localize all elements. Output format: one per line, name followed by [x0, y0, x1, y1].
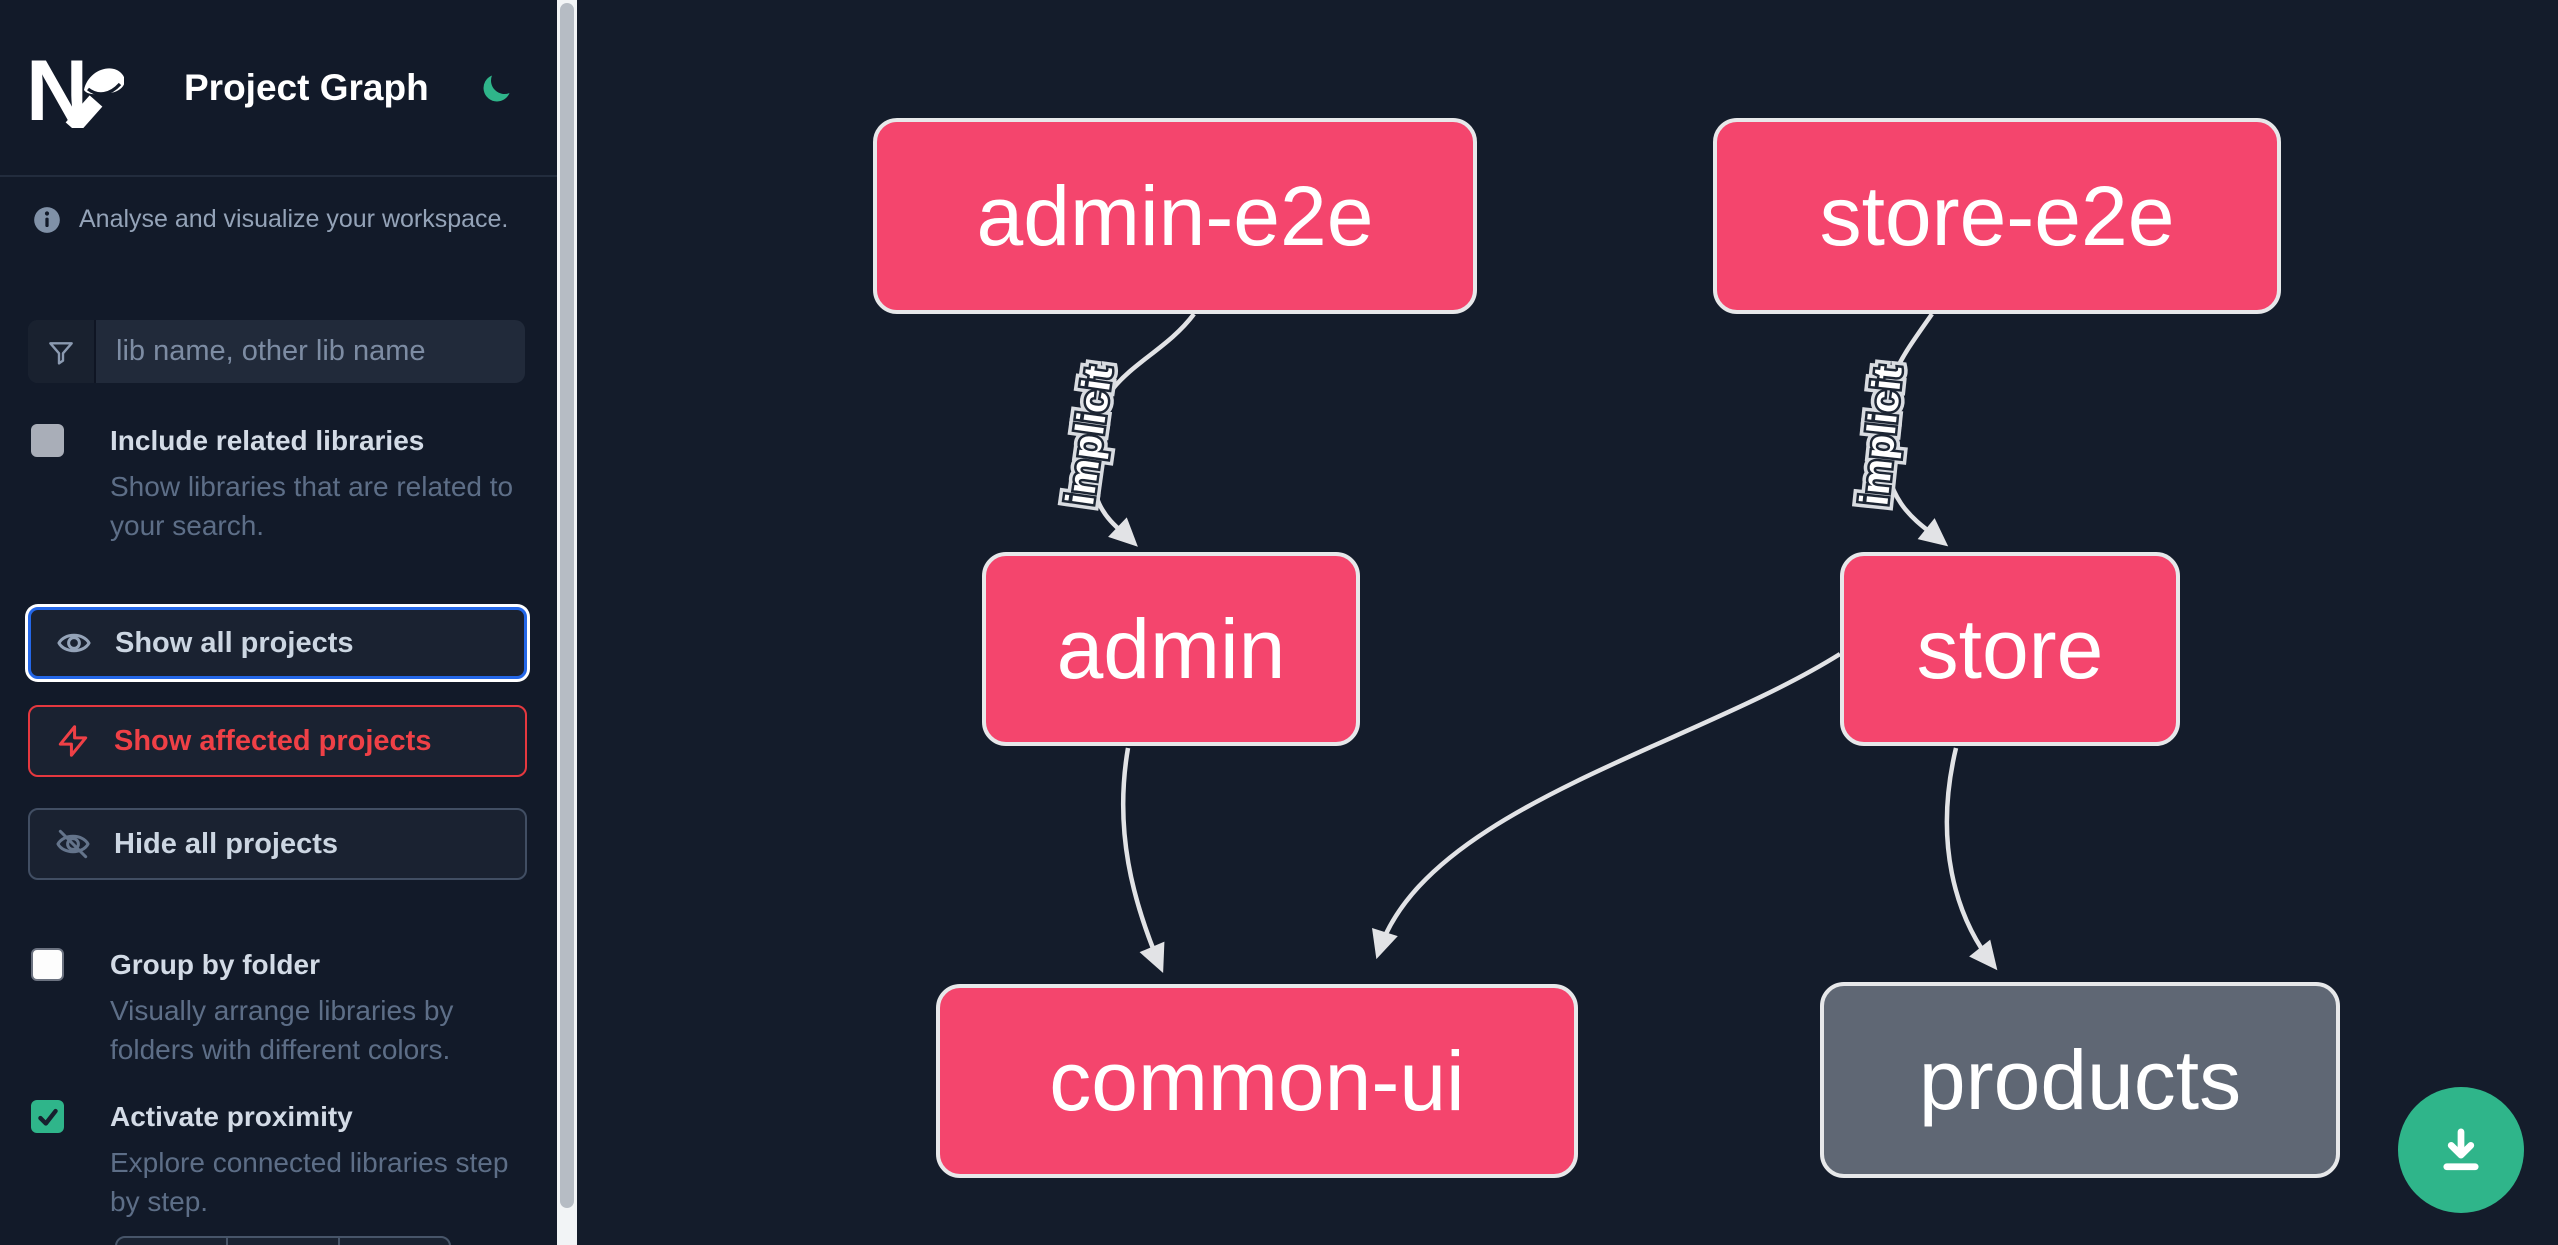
graph-node-admin[interactable]: admin	[982, 552, 1360, 746]
graph-node-store[interactable]: store	[1840, 552, 2180, 746]
search-box	[28, 320, 525, 383]
toggle-group-by-folder: Group by folder Visually arrange librari…	[31, 948, 531, 1069]
nx-logo: N	[26, 43, 125, 139]
edge-store-e2e-to-store[interactable]	[1881, 312, 1949, 547]
app-title: Project Graph	[184, 66, 429, 108]
header-divider	[0, 175, 558, 177]
theme-toggle-button[interactable]	[479, 70, 515, 106]
toggle-activate-proximity: Activate proximity Explore connected lib…	[31, 1100, 531, 1221]
show-all-projects-button[interactable]: Show all projects	[28, 607, 527, 679]
hide-all-projects-button[interactable]: Hide all projects	[28, 808, 527, 880]
stepper-decrement[interactable]	[117, 1238, 229, 1245]
edge-label-implicit: implicit	[1058, 363, 1121, 508]
sidebar: N Project Graph	[0, 0, 558, 1245]
show-affected-projects-button[interactable]: Show affected projects	[28, 705, 527, 777]
eye-icon	[55, 624, 93, 662]
group-by-folder-checkbox[interactable]	[31, 948, 64, 981]
edge-label-implicit: implicit	[1852, 364, 1910, 508]
sidebar-scrollbar-thumb[interactable]	[560, 3, 574, 1208]
include-related-label[interactable]: Include related libraries	[110, 424, 425, 456]
moon-icon	[479, 74, 515, 110]
sidebar-header: N Project Graph	[0, 0, 558, 175]
search-icon-cell	[28, 320, 96, 383]
hide-all-projects-label: Hide all projects	[114, 827, 339, 860]
graph-node-common-ui[interactable]: common-ui	[936, 984, 1578, 1178]
graph-node-products[interactable]: products	[1820, 982, 2340, 1178]
include-related-checkbox[interactable]	[31, 424, 64, 457]
tagline-row: Analyse and visualize your workspace.	[0, 177, 558, 234]
bolt-icon	[54, 722, 92, 760]
tagline-text: Analyse and visualize your workspace.	[79, 205, 509, 233]
info-icon	[33, 206, 61, 234]
group-by-folder-description: Visually arrange libraries by folders wi…	[110, 995, 454, 1065]
show-affected-projects-label: Show affected projects	[114, 724, 432, 757]
graph-node-store-e2e[interactable]: store-e2e	[1713, 118, 2281, 314]
stepper-increment[interactable]	[340, 1238, 449, 1245]
graph-node-admin-e2e[interactable]: admin-e2e	[873, 118, 1477, 314]
activate-proximity-label[interactable]: Activate proximity	[110, 1100, 353, 1132]
group-by-folder-label[interactable]: Group by folder	[110, 948, 320, 980]
proximity-depth-stepper[interactable]	[115, 1236, 451, 1245]
edge-admin-to-common-ui[interactable]	[1120, 747, 1165, 973]
download-image-button[interactable]	[2398, 1087, 2524, 1213]
checkmark-icon	[35, 1104, 61, 1130]
filter-projects-input[interactable]	[96, 320, 525, 383]
activate-proximity-checkbox[interactable]	[31, 1100, 64, 1133]
edge-store-to-products[interactable]	[1944, 747, 1998, 971]
toggle-include-related: Include related libraries Show libraries…	[31, 424, 531, 545]
eye-slash-icon	[54, 825, 92, 863]
include-related-description: Show libraries that are related to your …	[110, 471, 514, 541]
show-all-projects-label: Show all projects	[115, 626, 354, 659]
edge-admin-e2e-to-admin[interactable]	[1089, 312, 1196, 547]
edge-store-to-common-ui[interactable]	[1372, 652, 1842, 960]
funnel-icon	[45, 336, 77, 368]
activate-proximity-description: Explore connected libraries step by step…	[110, 1147, 509, 1217]
download-icon	[2430, 1119, 2492, 1181]
sidebar-scrollbar-track[interactable]	[557, 0, 577, 1245]
stepper-value	[228, 1238, 340, 1245]
